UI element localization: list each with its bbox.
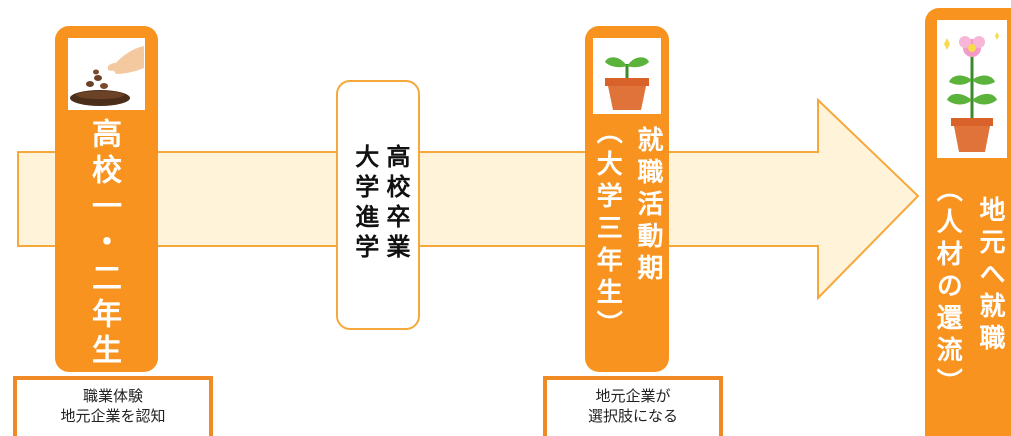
note-line: 職業体験	[82, 387, 143, 405]
stage-label: 高校一・二年生	[86, 118, 121, 370]
stage-label-1: 就職活動期	[633, 126, 663, 286]
note-box: 職業体験 地元企業を認知	[13, 376, 213, 436]
graduation-label-1: 高校卒業	[382, 144, 410, 264]
note-box: 地元企業が 選択肢になる	[543, 376, 723, 436]
note-line: 地元企業が	[595, 387, 671, 405]
note-line: 地元企業を認知	[60, 407, 166, 425]
stage-label-1: 地元へ就職	[975, 196, 1005, 356]
stage-high-school-1-2: 高校一・二年生	[55, 26, 158, 372]
flower-pot-icon	[937, 20, 1007, 158]
stage-local-employment: 地元へ就職 （人材の還流）	[925, 8, 1011, 436]
stage-label-2: （人材の還流）	[932, 176, 963, 400]
stage-label-2: （大学三年生）	[592, 118, 623, 342]
graduation-box: 高校卒業 大学進学	[336, 80, 420, 330]
stage-job-hunting: 就職活動期 （大学三年生）	[585, 26, 669, 372]
note-line: 選択肢になる	[587, 407, 678, 425]
seeds-sowing-icon	[68, 38, 145, 110]
graduation-label-2: 大学進学	[350, 144, 379, 264]
sprout-pot-icon	[593, 38, 661, 114]
